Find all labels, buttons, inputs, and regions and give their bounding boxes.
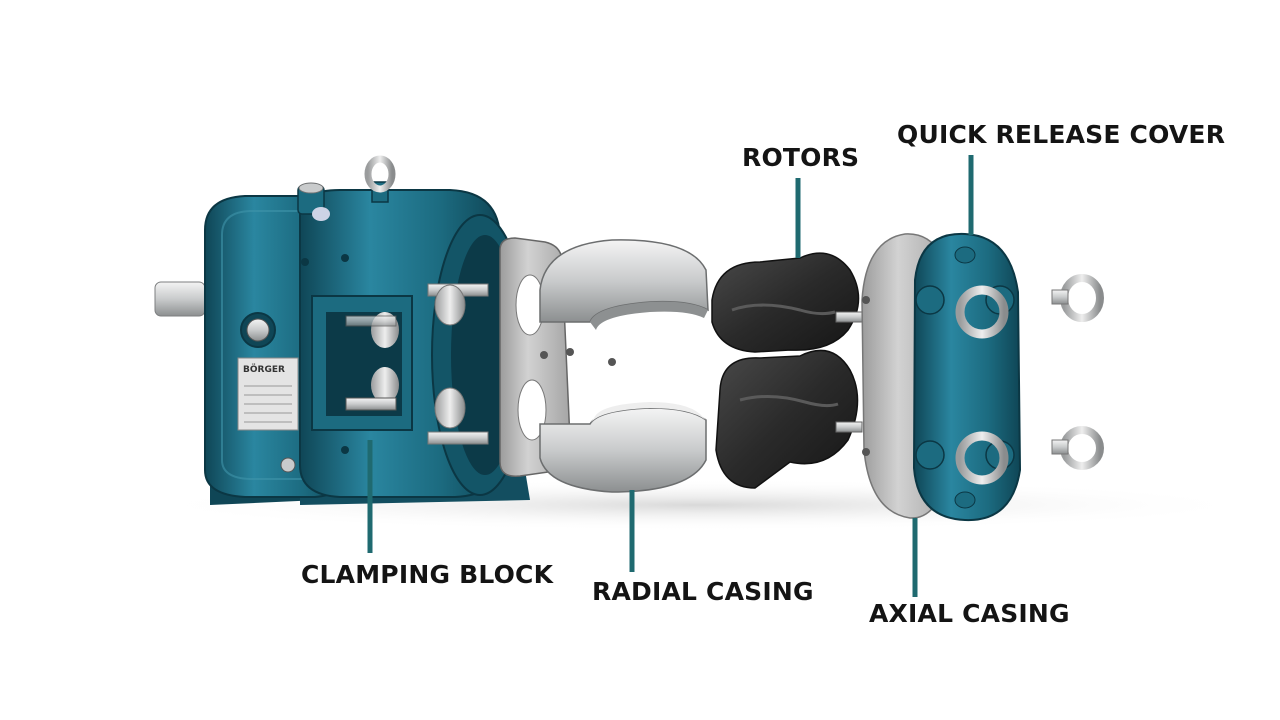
label-rotors: ROTORS	[742, 143, 860, 172]
rotors	[711, 252, 863, 489]
nameplate: BÖRGER	[237, 357, 299, 431]
shaft-studs	[427, 283, 489, 445]
label-clamping-block: CLAMPING BLOCK	[301, 560, 554, 589]
eye-nuts	[1051, 274, 1104, 470]
nameplate-brand: BÖRGER	[243, 364, 285, 375]
label-axial-casing: AXIAL CASING	[869, 599, 1070, 628]
label-quick-release-cover: QUICK RELEASE COVER	[897, 120, 1226, 149]
radial-casing	[539, 239, 709, 493]
drive-shaft	[154, 281, 206, 317]
clamping-block	[311, 295, 413, 431]
label-radial-casing: RADIAL CASING	[592, 577, 814, 606]
quick-release-cover	[912, 232, 1022, 522]
leader-lines	[367, 155, 974, 597]
